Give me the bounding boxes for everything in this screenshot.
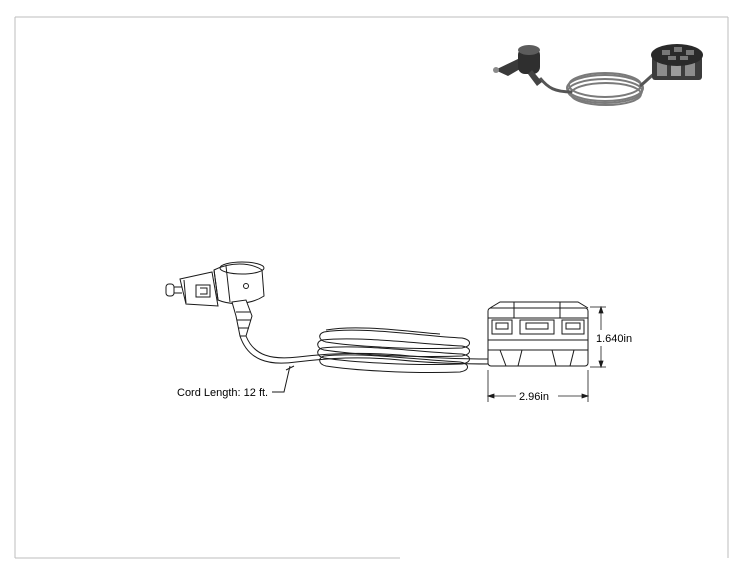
width-dimension-label: 2.96in	[519, 391, 549, 403]
sheet-border	[14, 16, 729, 559]
height-dimension-label: 1.640in	[596, 333, 632, 345]
render-hub	[651, 44, 703, 80]
usb-hub	[487, 301, 589, 367]
width-dimension	[486, 370, 590, 402]
cord-note-leader	[272, 365, 291, 393]
cord-length-note: Cord Length: 12 ft.	[177, 387, 268, 399]
product-render-thumbnail	[493, 44, 703, 106]
render-plug	[493, 45, 542, 86]
cord-coil	[317, 327, 470, 374]
line-drawing	[165, 261, 589, 393]
height-dimension	[590, 305, 606, 369]
car-plug	[165, 261, 265, 337]
